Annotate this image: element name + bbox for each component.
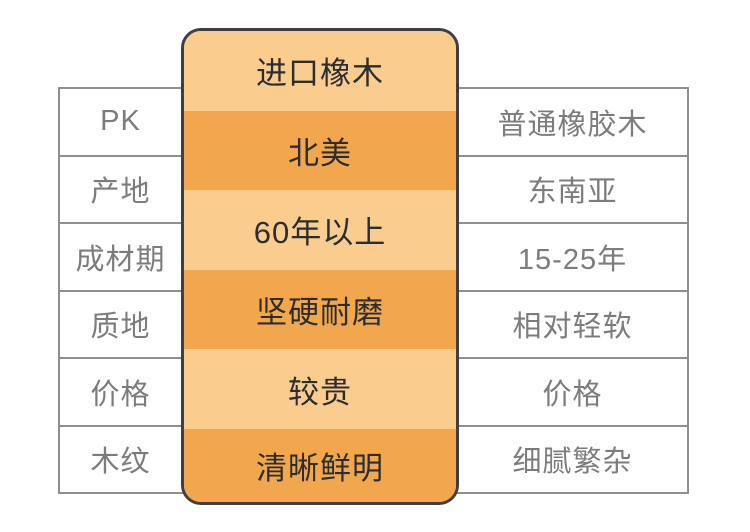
attribute-label: 木纹 bbox=[90, 446, 151, 479]
panel-value-band: 60年以上 bbox=[184, 190, 456, 270]
comparison-table: PK 普通橡胶木 产地 东南亚 成材期 15-25年 质地 相对轻软 价格 价格… bbox=[58, 87, 689, 494]
rubberwood-value: 东南亚 bbox=[527, 176, 618, 209]
panel-value-band: 北美 bbox=[184, 110, 456, 191]
table-row: 木纹 细腻繁杂 bbox=[60, 427, 687, 493]
panel-value-band: 清晰鲜明 bbox=[184, 428, 456, 502]
attribute-label: 产地 bbox=[90, 176, 151, 209]
rubberwood-value: 普通橡胶木 bbox=[497, 108, 648, 141]
rubberwood-value: 相对轻软 bbox=[512, 311, 633, 344]
attribute-label: PK bbox=[100, 105, 141, 138]
attribute-label: 成材期 bbox=[75, 243, 166, 276]
attribute-label: 质地 bbox=[90, 311, 151, 344]
panel-title-band: 进口橡木 bbox=[184, 31, 456, 111]
attribute-label: 价格 bbox=[90, 378, 151, 411]
rubberwood-value: 15-25年 bbox=[517, 243, 628, 276]
rubberwood-value: 细腻繁杂 bbox=[512, 446, 633, 479]
panel-value-band: 坚硬耐磨 bbox=[184, 269, 456, 350]
imported-oak-panel: 进口橡木 北美 60年以上 坚硬耐磨 较贵 清晰鲜明 bbox=[181, 28, 459, 505]
rubberwood-value: 价格 bbox=[542, 378, 603, 411]
panel-value-band: 较贵 bbox=[184, 349, 456, 429]
